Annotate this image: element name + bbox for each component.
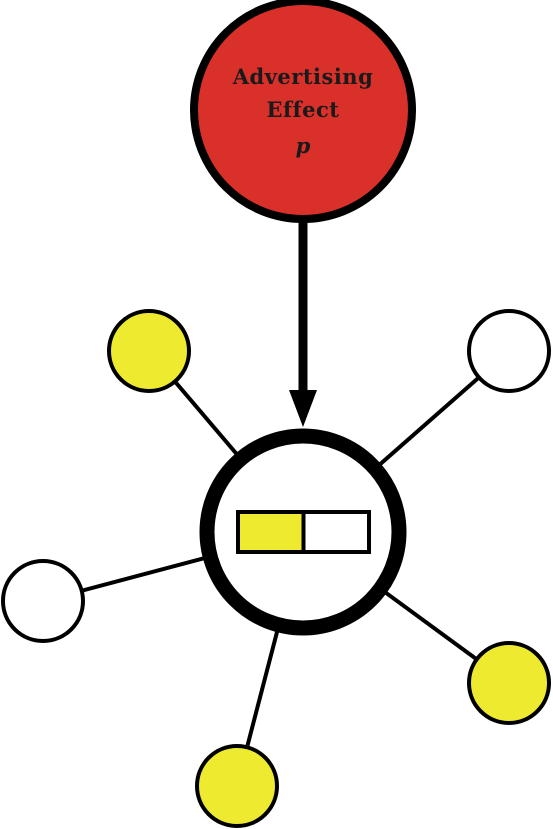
influence-arrow (289, 222, 317, 427)
advertising-effect-circle (190, 0, 416, 223)
adoption-bar (236, 510, 371, 554)
neighbor-node-adopted (107, 309, 191, 393)
adoption-bar-frame (236, 510, 371, 554)
advertising-effect-node: Advertising Effect p (190, 0, 416, 223)
focal-node (199, 428, 407, 636)
node-title-line1: Advertising (232, 64, 374, 89)
neighbor-node-not-adopted (467, 309, 551, 393)
node-title-line2: Effect (267, 97, 340, 122)
adoption-bar-fill (238, 512, 304, 552)
node-variable: p (296, 133, 311, 158)
neighbor-node-adopted (195, 744, 279, 828)
neighbor-node-adopted (467, 641, 551, 725)
neighbor-node-not-adopted (1, 559, 85, 643)
neighbor-nodes (1, 309, 551, 828)
